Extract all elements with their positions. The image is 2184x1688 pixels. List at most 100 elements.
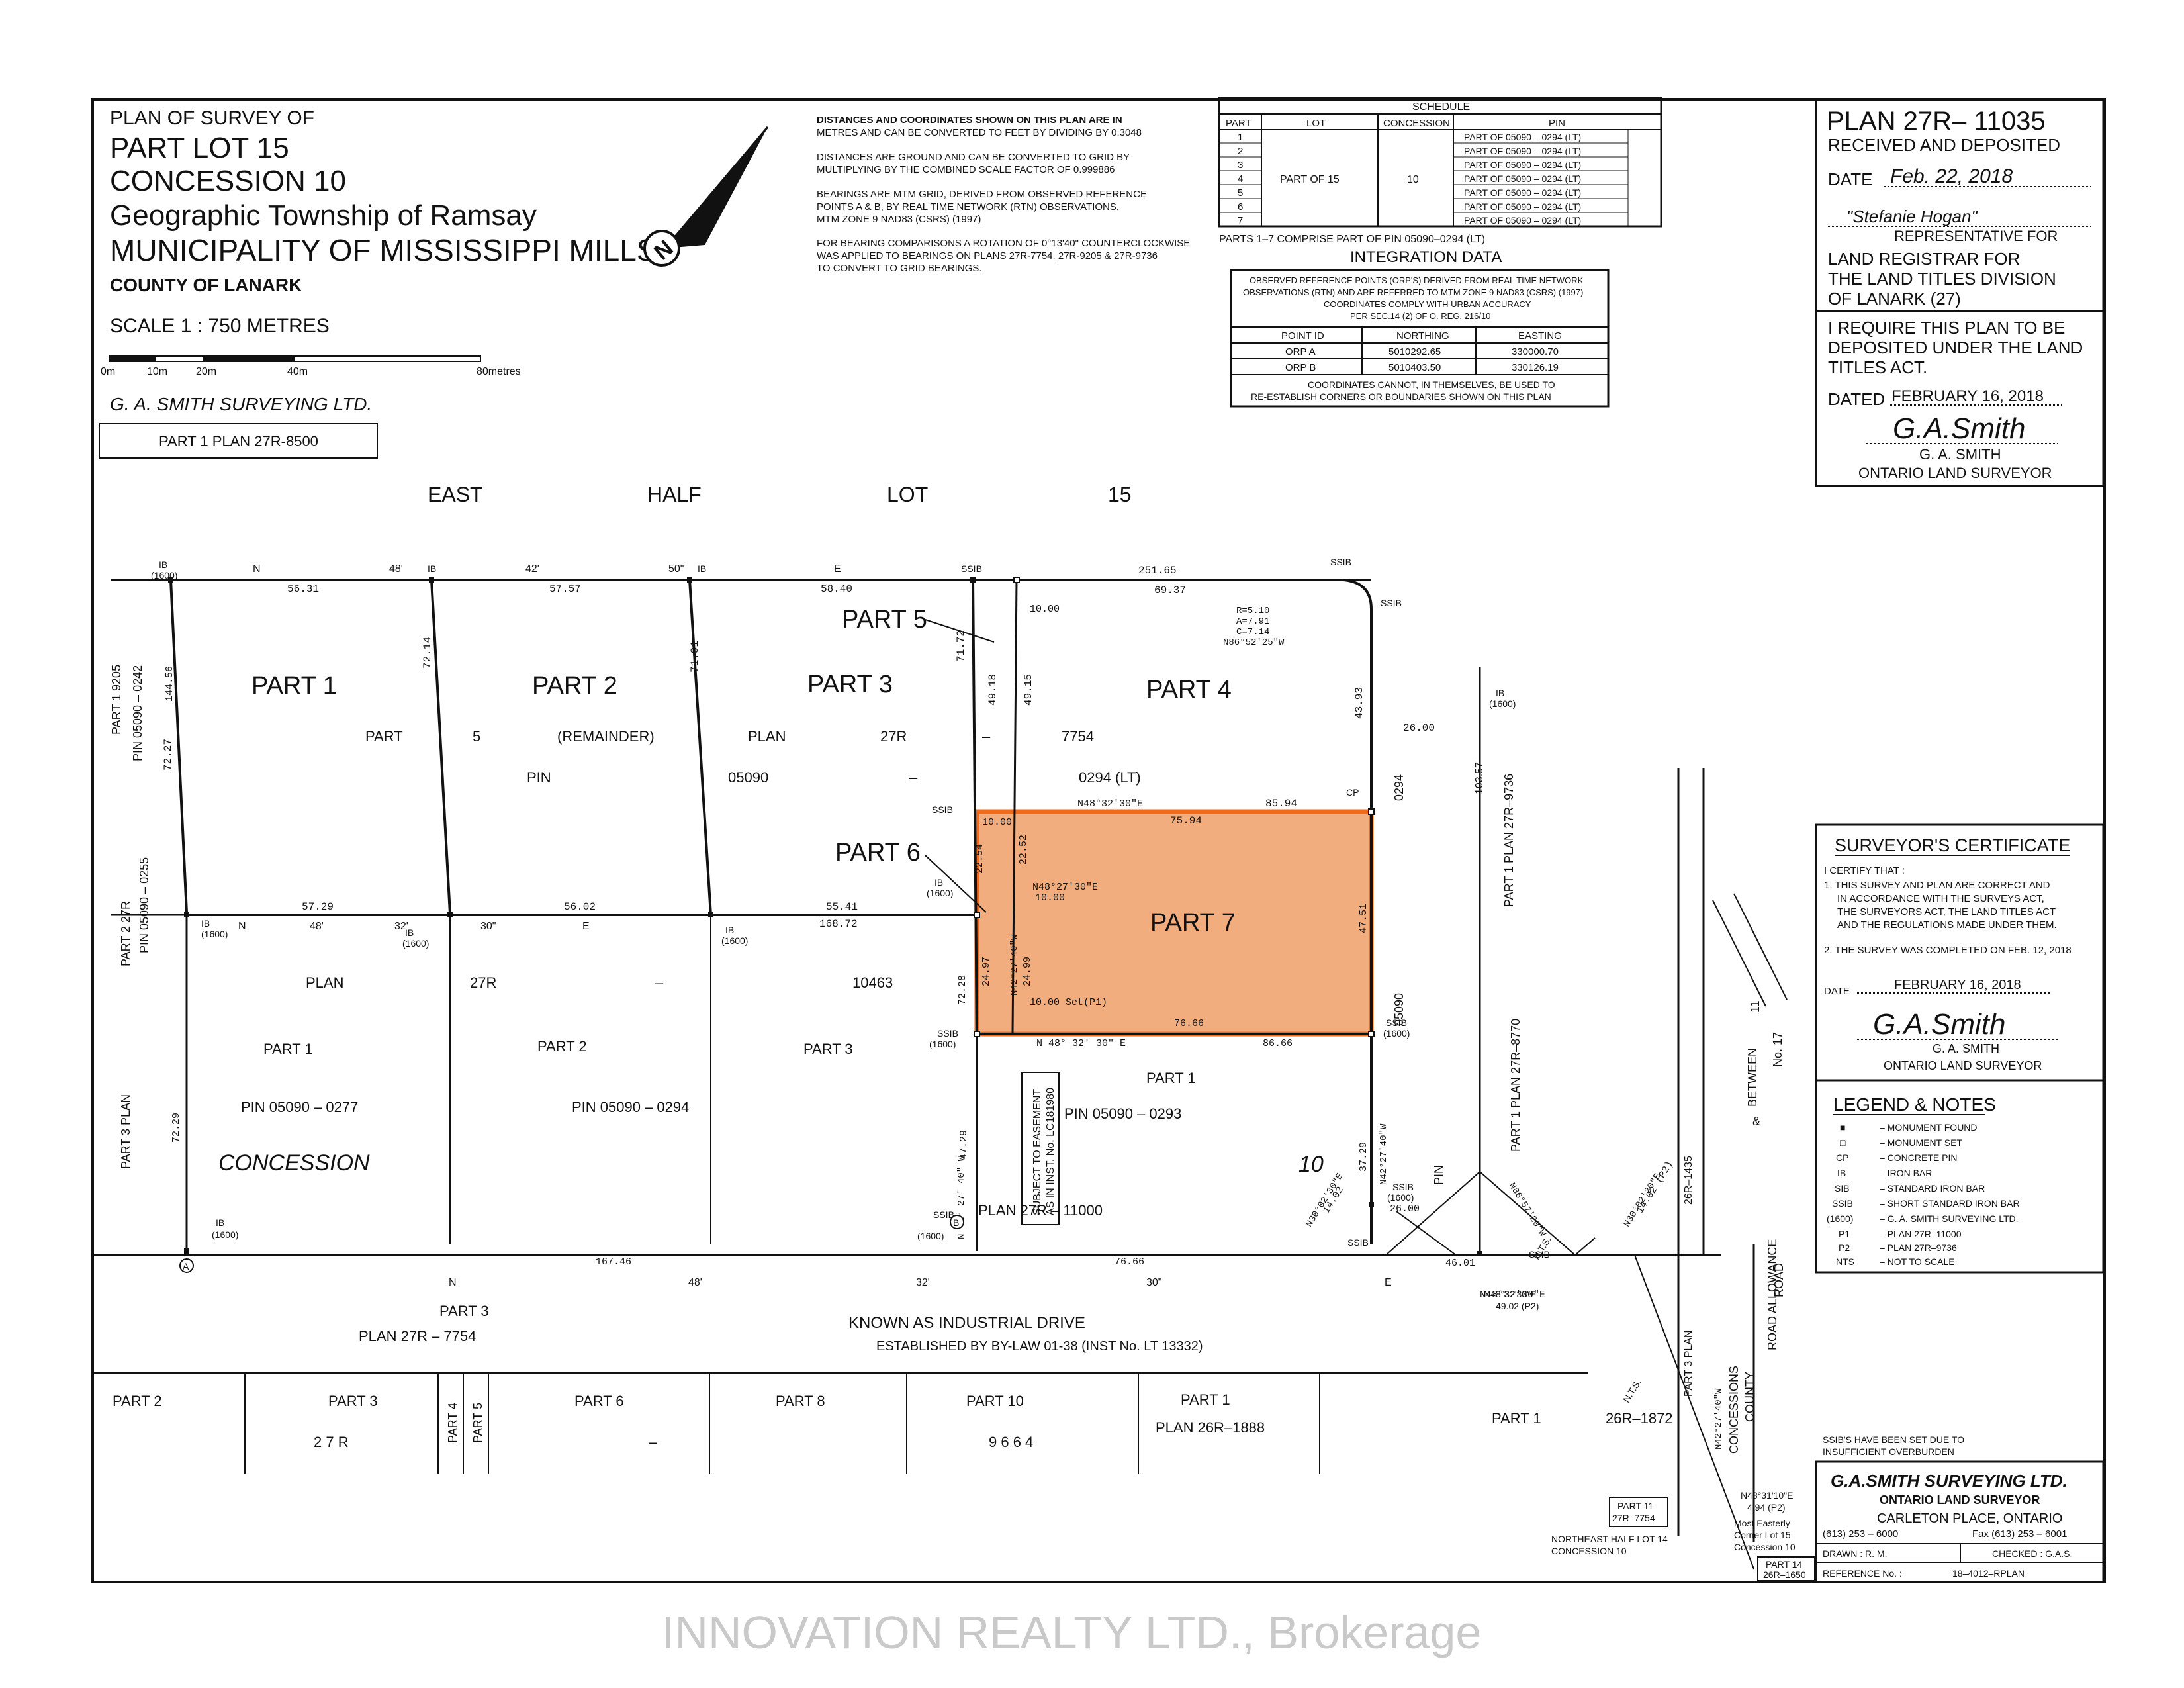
ssib-top-right: SSIB: [1330, 557, 1351, 567]
note-4: MULTIPLYING BY THE COMBINED SCALE FACTOR…: [817, 164, 1115, 175]
ref-concession: Concession 10: [1734, 1542, 1796, 1552]
dim-26-00-b: 26.00: [1390, 1203, 1420, 1215]
schedule-part-2: 2: [1238, 146, 1243, 157]
row-a-1: PART: [365, 728, 403, 745]
ref-ne-half: NORTHEAST HALF LOT 14: [1551, 1534, 1668, 1544]
schedule-pin-1: PART OF 05090 – 0294 (LT): [1464, 132, 1581, 142]
dim-10-00-p6: 10.00: [982, 817, 1012, 828]
schedule-part-6: 6: [1238, 201, 1243, 212]
ssib-top: SSIB: [961, 563, 982, 574]
r27-low: 27R: [470, 974, 496, 991]
legend: LEGEND & NOTES ■ – MONUMENT FOUND □ – MO…: [1815, 1079, 2105, 1457]
bearing-n86: N86°57'20"W: [1506, 1181, 1548, 1239]
title-line2: PART LOT 15: [110, 132, 289, 164]
ssib-1600-bottom: SSIB: [1347, 1237, 1369, 1248]
part-6-label: PART 6: [835, 839, 921, 867]
dim-71-72: 71.72: [955, 630, 967, 662]
dim-10-00-top: 10.00: [1030, 604, 1060, 615]
lower-part-1: PART 1: [263, 1041, 313, 1057]
legend-sym-4: SIB: [1835, 1183, 1850, 1194]
dim-49-15: 49.15: [1023, 674, 1034, 706]
dim-26-00: 26.00: [1403, 722, 1435, 734]
small-reference-boxes: PART 11 27R–7754 NORTHEAST HALF LOT 14 C…: [1484, 1289, 1815, 1581]
road-allowance: ROAD ALLOWANCE: [1766, 1239, 1779, 1350]
plan-deposit-box: PLAN 27R– 11035 RECEIVED AND DEPOSITED D…: [1815, 98, 2105, 487]
plan-number: PLAN 27R– 11035: [1827, 107, 2046, 136]
dim-85-94: 85.94: [1265, 798, 1297, 810]
bottom-parts: PART 2 PART 3 PART 4 PART 5 PART 6 PART …: [113, 1391, 1673, 1450]
ib-mid-3: IB: [725, 925, 734, 935]
ib-1600-p6: (1600): [927, 888, 953, 898]
ref-most-easterly: Most Easterly: [1734, 1518, 1790, 1528]
dated-label: DATED: [1828, 389, 1885, 409]
concessions-label: CONCESSIONS: [1727, 1366, 1741, 1454]
surveyor-name-1: G. A. SMITH: [1919, 446, 2001, 463]
easement-1: SUBJECT TO EASEMENT: [1032, 1089, 1043, 1215]
scale-bar: 0m 10m 20m 40m 80metres: [101, 355, 521, 377]
b-bot-n: N: [449, 1277, 457, 1288]
plan-low: PLAN: [306, 974, 343, 991]
title-block: PLAN OF SURVEY OF PART LOT 15 CONCESSION…: [99, 107, 657, 459]
title-line4: Geographic Township of Ramsay: [110, 199, 537, 232]
marker-a: A: [183, 1261, 189, 1272]
ssib-curve: SSIB: [1381, 598, 1402, 608]
dim-86-66: 86.66: [1263, 1038, 1293, 1049]
legend-sym-5: SSIB: [1832, 1198, 1853, 1209]
note-6: POINTS A & B, BY REAL TIME NETWORK (RTN)…: [817, 201, 1119, 212]
ref-part-14: PART 14: [1766, 1559, 1802, 1570]
part-7-label[interactable]: PART 7: [1150, 909, 1236, 937]
ssib-1600-lower: (1600): [1387, 1192, 1414, 1203]
ib-1600-a: (1600): [212, 1229, 238, 1240]
plan-8770-label: PART 1 PLAN 27R–8770: [1509, 1019, 1522, 1152]
ref-part-11: PART 11: [1617, 1501, 1653, 1511]
dim-75-94: 75.94: [1170, 815, 1202, 827]
schedule-concession: 10: [1407, 174, 1419, 185]
dated-value: FEBRUARY 16, 2018: [1891, 387, 2044, 405]
firm-block-name: G.A.SMITH SURVEYING LTD.: [1831, 1471, 2068, 1491]
easement-2: AS IN INST. No. LC181980: [1045, 1088, 1056, 1215]
pin-0293: PIN 05090 – 0293: [1064, 1105, 1181, 1122]
land-registrar-1: LAND REGISTRAR FOR: [1828, 249, 2020, 269]
concession-ten: 10: [1298, 1152, 1324, 1177]
ssib-1600-se: (1600): [1383, 1028, 1410, 1039]
ref-26r-1650: 26R–1650: [1763, 1570, 1806, 1580]
drawn-by: DRAWN : R. M.: [1823, 1548, 1887, 1559]
schedule-h-lot: LOT: [1306, 118, 1326, 129]
bearing-p6-west: N42°27'40"W: [1009, 934, 1020, 996]
scale-tick-80: 80metres: [477, 366, 521, 377]
note-7: MTM ZONE 9 NAD83 (CSRS) (1997): [817, 214, 981, 225]
left-part-1: PART 1 9205: [110, 665, 123, 735]
title-line6: COUNTY OF LANARK: [110, 275, 302, 295]
integration-h-east: EASTING: [1518, 330, 1562, 342]
row-b-1: PIN: [527, 769, 551, 786]
left-part-3: PART 3 PLAN: [119, 1094, 132, 1169]
dim-144-56: 144.56: [164, 666, 175, 702]
part-2-label: PART 2: [532, 672, 617, 700]
dash-low: –: [655, 974, 664, 991]
certificate-c5: 2. THE SURVEY WAS COMPLETED ON FEB. 12, …: [1824, 945, 2071, 956]
date-label: DATE: [1828, 169, 1872, 189]
require-3: TITLES ACT.: [1828, 357, 1927, 377]
half-label: HALF: [647, 483, 702, 506]
schedule-rows: 1 2 3 4 5 6 7 PART OF 15 10 PART OF 0509…: [1219, 130, 1629, 226]
b-bot-e: E: [1385, 1277, 1392, 1288]
schedule-part-4: 4: [1238, 173, 1243, 185]
orp-b-easting: 330126.19: [1512, 362, 1559, 373]
ssib-note-1: SSIB'S HAVE BEEN SET DUE TO: [1823, 1434, 1964, 1445]
b-mid-30: 30": [480, 921, 496, 932]
county-label: COUNTY: [1743, 1372, 1756, 1422]
dim-24-99: 24.99: [1022, 957, 1033, 986]
certificate-c0: I CERTIFY THAT :: [1824, 865, 1905, 876]
pin-0277: PIN 05090 – 0277: [241, 1099, 358, 1115]
nts-2: N.T.S.: [1621, 1378, 1643, 1405]
firm-block-sub: ONTARIO LAND SURVEYOR: [1880, 1493, 2040, 1507]
orp-a-northing: 5010292.65: [1388, 346, 1441, 357]
left-pin-0242: PIN 05090 – 0242: [131, 665, 144, 761]
dim-24-97: 24.97: [981, 957, 992, 986]
firm-block-fax: Fax (613) 253 – 6001: [1972, 1528, 2067, 1540]
lot-15-label: 15: [1108, 483, 1132, 506]
ref-corner-lot: Corner Lot 15: [1734, 1530, 1791, 1540]
ib-1600-mid-2: (1600): [402, 938, 429, 949]
pin-right-3: 0294: [1392, 774, 1406, 801]
